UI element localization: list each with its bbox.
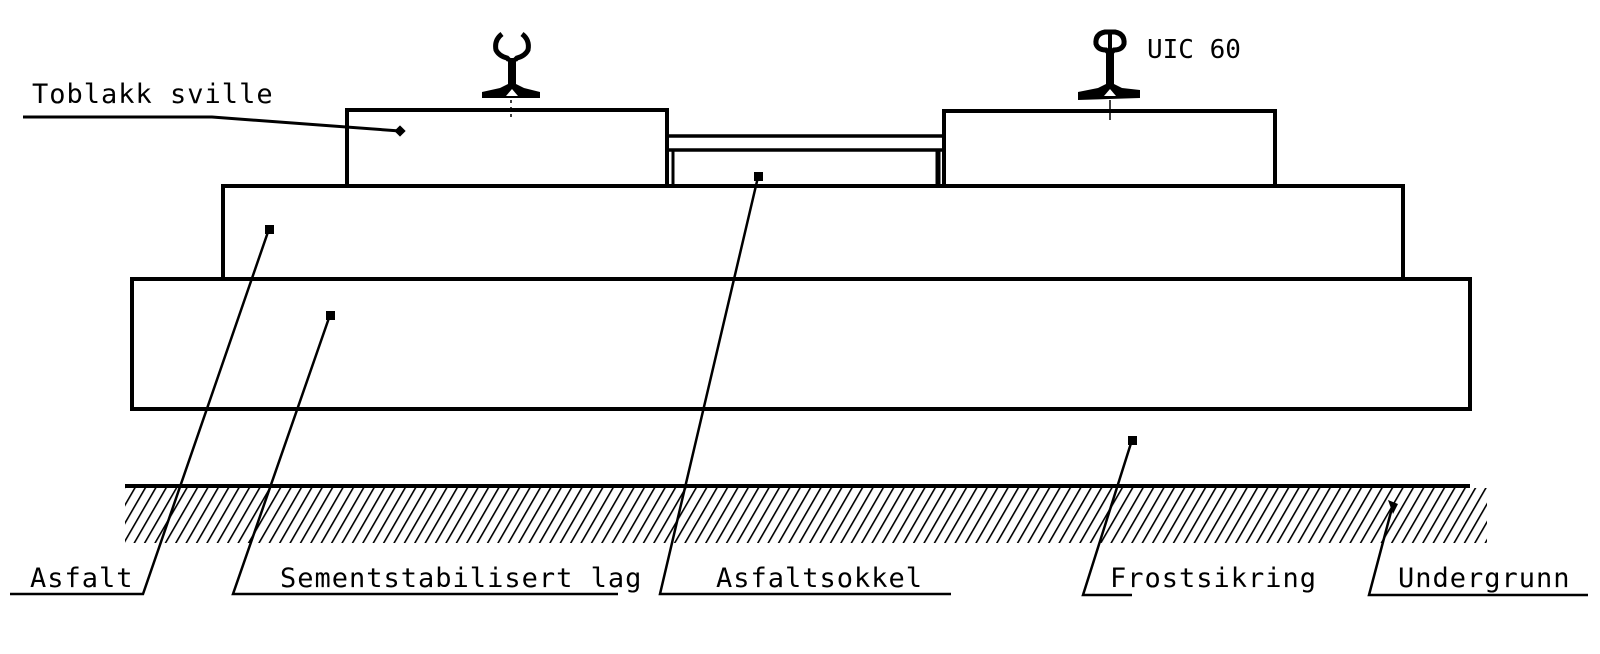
subgrade-ground	[125, 484, 1487, 543]
asphalt-base	[671, 150, 941, 188]
asphalt-layer	[221, 184, 1405, 281]
label-subgrade: Undergrunn	[1398, 563, 1571, 594]
leader-subgrade	[1367, 507, 1588, 597]
label-sleeper: Toblakk sville	[32, 79, 274, 110]
leader-cement-stabilized-layer	[231, 314, 618, 596]
rail-type-label: UIC 60	[1147, 35, 1241, 65]
rail-right-icon	[1078, 29, 1140, 120]
cement-stabilized-layer	[130, 277, 1472, 411]
sleeper-tie-bar	[667, 134, 944, 152]
leader-asphalt	[10, 228, 271, 596]
label-frost-protection: Frostsikring	[1110, 563, 1317, 594]
rail-left-icon	[482, 32, 540, 120]
leader-sleeper	[23, 115, 401, 133]
sleeper-block-right	[942, 109, 1277, 188]
label-asphalt: Asfalt	[30, 563, 134, 594]
label-asphalt-base: Asfaltsokkel	[716, 563, 923, 594]
label-cement-stabilized-layer: Sementstabilisert lag	[280, 563, 642, 594]
leader-asphalt-base	[658, 176, 951, 596]
sleeper-block-left	[345, 108, 669, 188]
leader-frost-protection	[1081, 439, 1134, 597]
